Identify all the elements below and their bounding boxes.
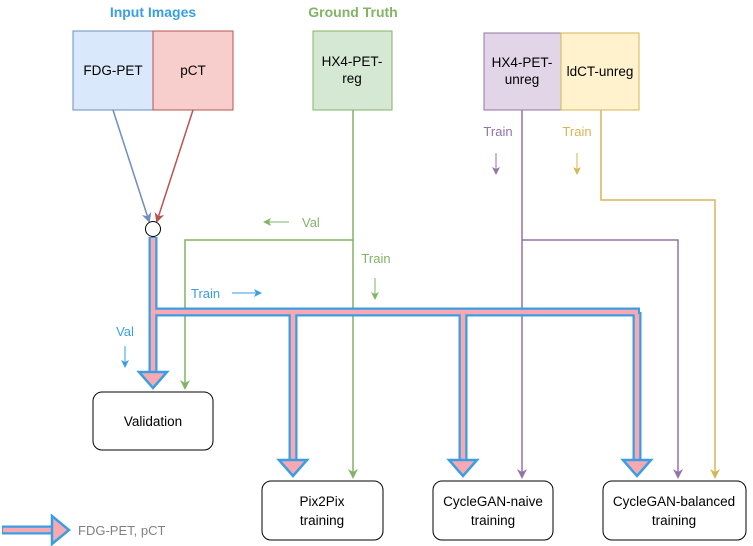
- train-label-purple: Train: [483, 124, 512, 139]
- train-label-blue: Train: [191, 286, 220, 301]
- pix2pix-label-line2: training: [300, 513, 344, 528]
- legend-fat-arrow-icon: [2, 513, 71, 546]
- input-images-header: Input Images: [110, 4, 197, 20]
- legend: FDG-PET, pCT: [2, 513, 165, 546]
- ldct-unreg-box: ldCT-unreg: [560, 32, 640, 111]
- hx4-reg-label-line2: reg: [342, 71, 362, 86]
- pct-box: pCT: [152, 30, 234, 111]
- hx4-unreg-label-line1: HX4-PET-: [492, 55, 553, 70]
- validation-box: Validation: [92, 391, 214, 451]
- hx4-pet-unreg-box: HX4-PET- unreg: [483, 32, 562, 111]
- train-label-yellow: Train: [562, 124, 591, 139]
- cyclegan-balanced-label-line2: training: [652, 513, 696, 528]
- pix2pix-box: Pix2Pix training: [261, 480, 384, 541]
- hx4-pet-reg-box: HX4-PET- reg: [312, 30, 393, 111]
- ldct-unreg-label: ldCT-unreg: [567, 64, 634, 79]
- train-label-green: Train: [361, 251, 390, 266]
- cyclegan-naive-label-line2: training: [471, 513, 515, 528]
- val-label-green: Val: [302, 215, 320, 230]
- cyclegan-naive-label-line1: CycleGAN-naive: [443, 494, 543, 509]
- fdg-pet-to-merge-arrow: [112, 109, 152, 223]
- fdg-pet-label: FDG-PET: [83, 63, 142, 78]
- hx4-reg-val-line: [180, 110, 354, 390]
- ldct-unreg-to-balanced-line: [600, 110, 720, 479]
- cyclegan-balanced-label-line1: CycleGAN-balanced: [613, 494, 735, 509]
- pct-to-merge-arrow: [154, 109, 194, 223]
- val-label-blue: Val: [116, 324, 134, 339]
- fat-pipeline: [136, 237, 654, 478]
- cyclegan-naive-box: CycleGAN-naive training: [432, 480, 554, 541]
- cyclegan-balanced-box: CycleGAN-balanced training: [602, 480, 747, 541]
- fdg-pet-box: FDG-PET: [72, 30, 154, 111]
- merge-node: [145, 221, 161, 237]
- pix2pix-label-line1: Pix2Pix: [299, 494, 344, 509]
- pct-label: pCT: [180, 63, 206, 78]
- legend-text: FDG-PET, pCT: [78, 523, 165, 538]
- ground-truth-header: Ground Truth: [308, 4, 397, 20]
- hx4-unreg-label-line2: unreg: [505, 72, 540, 87]
- hx4-unreg-to-balanced-line: [522, 239, 683, 479]
- validation-label: Validation: [124, 414, 182, 429]
- hx4-reg-label-line1: HX4-PET-: [322, 54, 383, 69]
